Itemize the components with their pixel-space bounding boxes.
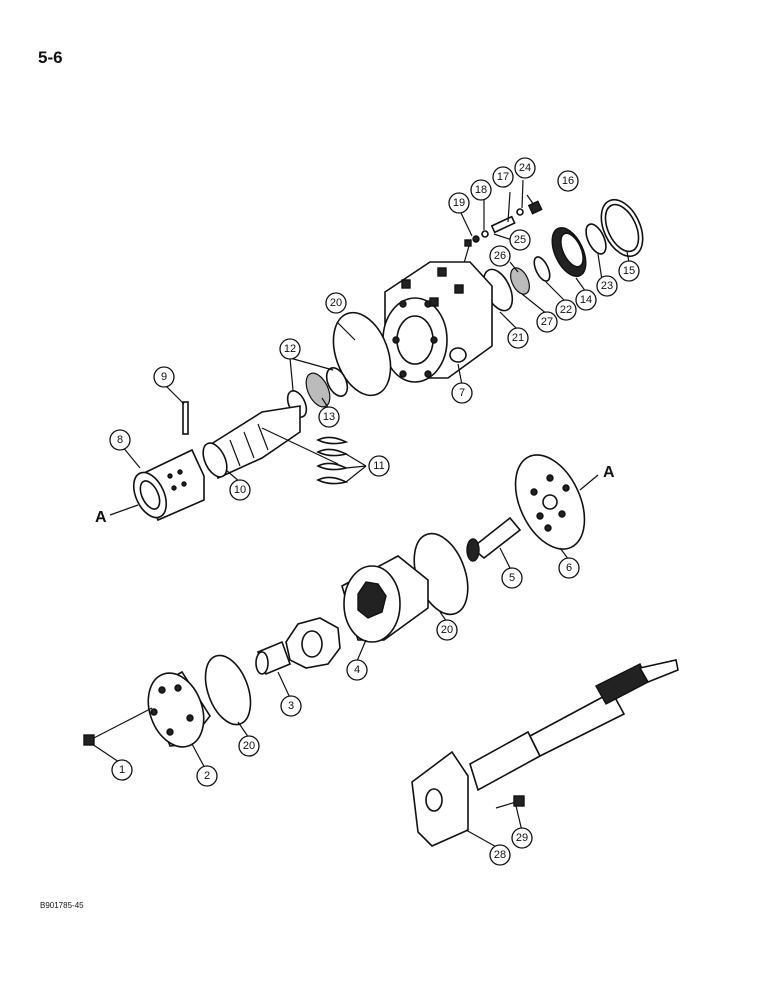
callout-28: 28 [489,844,511,866]
svg-text:24: 24 [519,162,531,174]
callout-22: 22 [555,299,577,321]
callout-14: 14 [575,289,597,311]
part-3-spacer [255,640,292,676]
callout-20-lower: 20 [238,735,260,757]
part-13-thrust-bearing [305,372,331,408]
svg-text:20: 20 [330,297,342,309]
svg-text:9: 9 [161,371,167,383]
callout-7: 7 [451,382,473,404]
callout-5: 5 [501,567,523,589]
callout-25: 25 [509,229,531,251]
svg-text:12: 12 [284,343,296,355]
callout-11: 11 [368,455,390,477]
part-16-plug [527,200,543,215]
svg-text:21: 21 [512,332,524,344]
callout-26: 26 [489,245,511,267]
figure-code: B901785-45 [40,901,84,910]
part-2-end-cap [147,670,211,748]
part-22-ring [533,256,551,282]
svg-text:18: 18 [475,184,487,196]
part-15-seal-ring [600,198,644,258]
callout-8: 8 [109,429,131,451]
callout-19: 19 [448,192,470,214]
svg-text:10: 10 [234,484,246,496]
callout-20-upper: 20 [325,292,347,314]
callout-20-middle: 20 [436,619,458,641]
svg-text:19: 19 [453,197,465,209]
callout-29: 29 [511,827,533,849]
part-24-small-ring [516,208,524,216]
svg-text:25: 25 [514,234,526,246]
svg-text:20: 20 [243,740,255,752]
callout-3: 3 [280,695,302,717]
part-23-ring [585,223,607,255]
callout-18: 18 [470,179,492,201]
part-11-centering-springs [316,436,349,485]
callout-1: 1 [111,759,133,781]
svg-text:26: 26 [494,250,506,262]
part-17-check-ball-seat [490,215,516,234]
callout-12: 12 [279,338,301,360]
svg-text:6: 6 [566,562,572,574]
svg-text:23: 23 [601,280,613,292]
part-4-gerotor-star [285,617,341,669]
callout-9: 9 [153,366,175,388]
parts-18-19-25-small-parts [464,230,489,247]
svg-text:28: 28 [494,849,506,861]
part-28-steering-column [411,659,679,847]
svg-text:17: 17 [497,171,509,183]
svg-text:22: 22 [560,304,572,316]
svg-text:27: 27 [541,316,553,328]
svg-text:15: 15 [623,265,635,277]
part-8-sleeve [132,448,205,522]
svg-text:29: 29 [516,832,528,844]
page-number: 5-6 [38,48,63,67]
svg-text:7: 7 [459,387,465,399]
callout-10: 10 [229,479,251,501]
callout-16: 16 [557,170,579,192]
svg-text:14: 14 [580,294,592,306]
part-20-o-ring-lower [204,654,252,726]
part-14-seal-gland [551,227,587,277]
callout-27: 27 [536,311,558,333]
svg-text:16: 16 [562,175,574,187]
part-1-cap-screw [83,707,153,746]
callout-23: 23 [596,275,618,297]
part-9-pin [182,401,189,435]
callout-17: 17 [492,166,514,188]
part-6-spacer-plate [514,454,586,550]
callout-6: 6 [558,557,580,579]
svg-text:3: 3 [288,700,294,712]
part-27-bushing [510,267,530,295]
callout-15: 15 [618,260,640,282]
callout-4: 4 [346,659,368,681]
callout-21: 21 [507,327,529,349]
svg-text:5: 5 [509,572,515,584]
callout-2: 2 [196,765,218,787]
callout-13: 13 [318,406,340,428]
svg-text:20: 20 [441,624,453,636]
svg-text:13: 13 [323,411,335,423]
part-29-bolt [495,795,525,809]
reference-mark-a-top: A [603,464,615,481]
svg-text:8: 8 [117,434,123,446]
part-10-spool [202,405,301,480]
svg-text:11: 11 [373,460,384,472]
part-5-drive [466,516,522,562]
part-7-steering-valve-housing [382,261,493,383]
svg-text:1: 1 [119,764,125,776]
svg-text:4: 4 [354,664,360,676]
part-4-gerotor [341,555,429,643]
reference-mark-a-left: A [95,509,107,526]
callout-24: 24 [514,157,536,179]
svg-text:2: 2 [204,770,210,782]
